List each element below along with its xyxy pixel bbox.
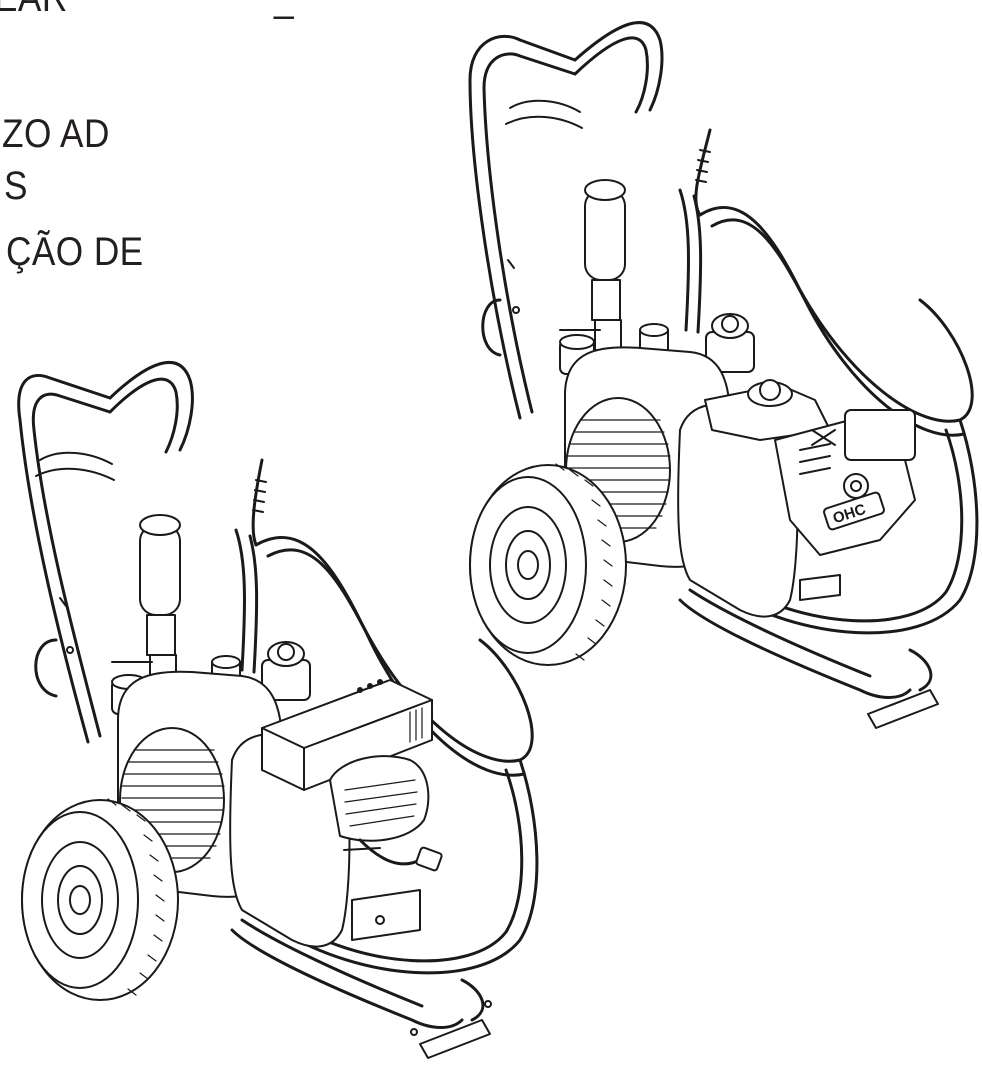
- heading-line-3: S: [4, 164, 28, 208]
- heading-line-2: ZO AD: [2, 112, 110, 156]
- electric-airless-sprayer: [17, 361, 539, 1059]
- wheel-icon: [21, 798, 179, 1001]
- wheel-icon: [469, 463, 627, 666]
- gas-airless-sprayer: OHC: [468, 21, 979, 729]
- heading-line-1: EAR: [0, 0, 68, 21]
- heading-line-1-right: _: [274, 0, 294, 21]
- heading-line-4: ÇÃO DE: [6, 230, 144, 274]
